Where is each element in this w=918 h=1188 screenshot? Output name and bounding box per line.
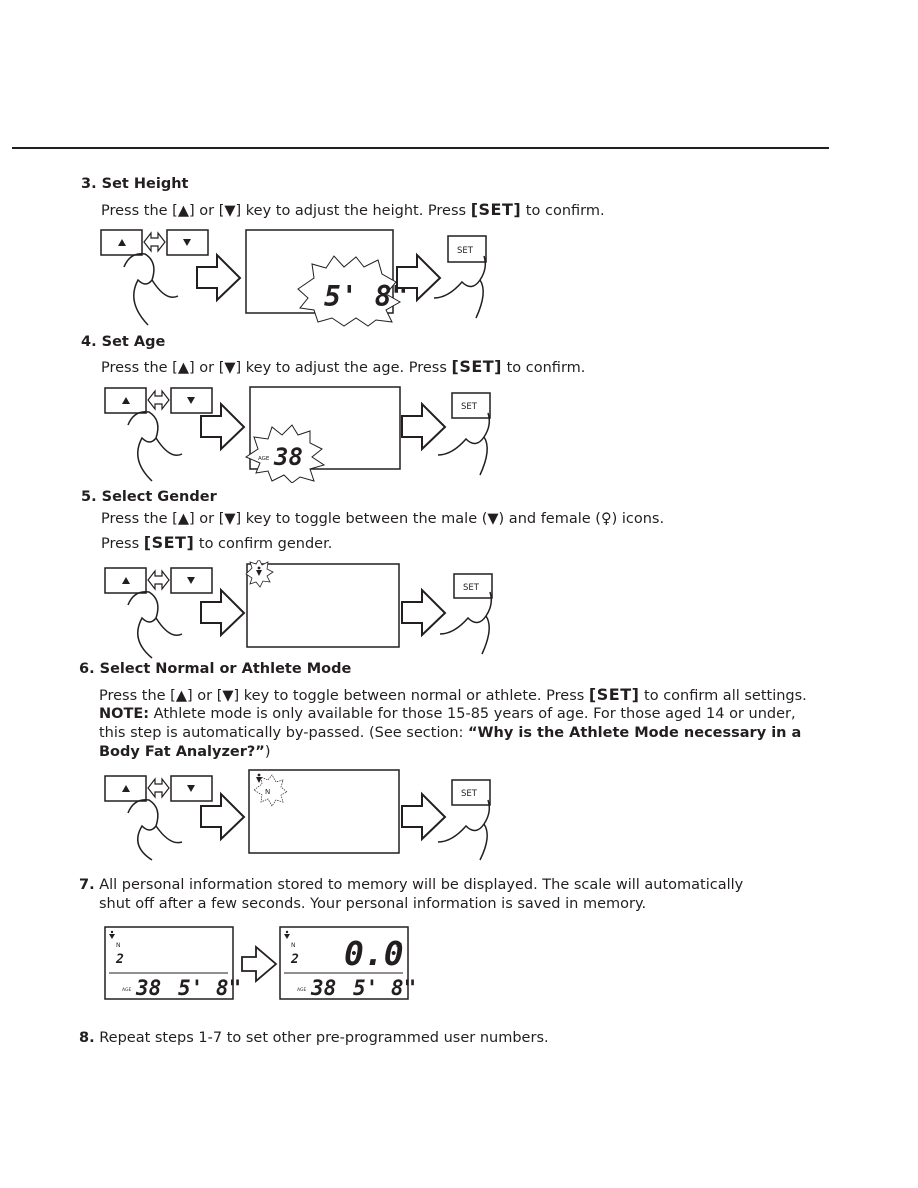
age-label: AGE [258,456,270,462]
flow-arrow-icon [200,401,246,452]
male-icon-body [284,934,290,939]
age-readout: 38 [135,976,161,1000]
note-label: NOTE: [99,706,150,722]
set-key-text: SET [463,583,480,593]
toggle-arrow-icon [143,231,166,253]
pressing-finger-icon [127,411,183,482]
lcd-display [248,769,400,854]
set-key [447,235,487,263]
up-arrow-icon [122,397,130,404]
set-key-text: SET [461,789,478,799]
set-key [453,573,493,599]
toggle-arrow-icon [147,389,170,411]
flow-arrow-icon [196,252,242,303]
height-readout: 5' 8" [353,976,414,1000]
lcd-display-weight [279,926,409,1000]
set-key-label: [SET] [470,200,522,219]
lcd-display [246,563,400,648]
step3-heading: 3. Set Height [81,176,189,192]
flow-arrow-icon [396,252,442,303]
step7-line2: shut off after a few seconds. Your perso… [99,896,647,912]
pressing-finger-icon [433,255,487,319]
step6-figure: N SET [104,769,491,861]
header-rule [12,147,829,149]
age-label: AGE [122,987,131,993]
up-key [100,229,143,256]
flash-burst-icon [244,424,326,483]
pressing-finger-icon [127,591,183,659]
age-readout: 38 [273,443,303,471]
step7-line1: 7. All personal information stored to me… [79,877,744,893]
mode-normal-indicator: N [265,788,270,796]
set-key [451,392,491,419]
set-key-text: SET [461,402,478,412]
male-icon-body [109,934,115,939]
step6-note: NOTE: Athlete mode is only available for… [99,706,796,722]
pressing-finger-icon [123,253,179,326]
user-number: 2 [115,952,124,967]
toggle-arrow-icon [147,777,170,799]
male-icon [285,930,289,934]
flow-arrow-icon [401,791,447,842]
pressing-finger-icon [437,412,491,476]
flash-burst-icon [297,255,402,327]
male-icon [257,566,261,570]
height-readout: 5' 8" [324,280,408,313]
flow-arrow-icon [401,401,447,452]
toggle-arrow-icon [147,569,170,591]
down-arrow-icon [187,577,195,584]
flow-arrow-icon [401,587,447,638]
step4-heading: 4. Set Age [81,334,166,350]
height-readout: 5' 8" [178,976,241,1000]
age-label: AGE [297,987,306,993]
step7-number: 7. [79,877,95,893]
up-arrow-icon [122,785,130,792]
male-icon [257,773,261,777]
down-arrow-icon [187,785,195,792]
down-arrow-icon [183,239,191,246]
step8-number: 8. [79,1030,95,1046]
step5-heading: 5. Select Gender [81,489,217,505]
pressing-finger-icon [439,591,493,655]
set-key-label: [SET] [451,357,502,376]
flow-arrow-icon [200,587,246,638]
step8-line: 8. Repeat steps 1-7 to set other pre-pro… [79,1030,549,1046]
step4-instruction: Press the [▲] or [▼] key to adjust the a… [101,357,586,376]
arrow-keys [100,229,209,326]
pressing-finger-icon [437,799,491,861]
step6-line4: Body Fat Analyzer?”) [99,744,271,760]
step6-line3: this step is automatically by-passed. (S… [99,725,802,741]
step5-line2: Press [SET] to confirm gender. [101,533,333,552]
up-arrow-icon [118,239,126,246]
step3-instruction: Press the [▲] or [▼] key to adjust the h… [101,200,605,219]
step7-figure: N 2 AGE 38 5' 8" N 2 0.0 LB AGE 38 5' 8" [104,926,414,1000]
set-key-label: [SET] [143,533,195,552]
pressing-finger-icon [127,799,183,861]
weight-readout: 0.0 [344,934,404,973]
flow-arrow-icon [241,945,278,983]
mode-normal-indicator: N [291,942,296,949]
step4-figure: AGE 38 SET [104,386,491,483]
user-number: 2 [290,952,299,967]
set-key [451,779,491,806]
mode-normal-indicator: N [116,942,121,949]
step5-figure: SET [104,560,493,659]
step3-figure: 5' 8" SET [100,229,487,327]
lcd-display-memory [104,926,234,1000]
unit-label: LB [396,943,403,949]
set-key-text: SET [457,246,474,256]
step5-line1: Press the [▲] or [▼] key to toggle betwe… [101,511,665,527]
male-icon-body [256,777,262,783]
flow-arrow-icon [200,791,246,842]
step6-heading: 6. Select Normal or Athlete Mode [79,661,352,677]
male-icon-body [256,570,262,576]
set-key-label: [SET] [588,685,640,704]
male-icon [110,930,114,934]
down-arrow-icon [187,397,195,404]
step6-line1: Press the [▲] or [▼] key to toggle betwe… [99,685,807,704]
up-arrow-icon [122,577,130,584]
age-readout: 38 [310,976,336,1000]
flash-burst-icon [253,774,288,807]
